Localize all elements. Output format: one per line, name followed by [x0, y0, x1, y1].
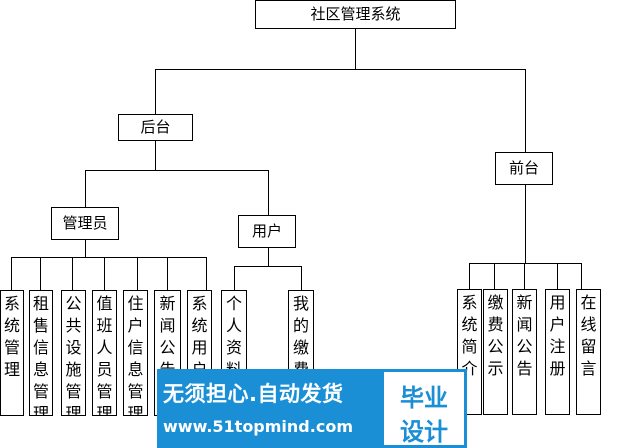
admin-item-label: 值班人员管理: [96, 294, 113, 416]
user-node: 用户: [238, 215, 296, 248]
user-label: 用户: [251, 222, 282, 240]
frontend-item-label: 新闻公告: [516, 293, 533, 378]
admin-item-public-facilities: 公共设施管理: [61, 290, 86, 416]
frontend-item-label: 用户注册: [549, 293, 566, 378]
watermark-badge-bottom: 设计: [400, 418, 448, 446]
admin-item-label: 系统用户: [191, 294, 208, 379]
admin-item-resident-info: 住户信息管理: [123, 290, 148, 416]
backend-label: 后台: [140, 118, 171, 136]
admin-item-label: 租售信息管理: [32, 294, 49, 416]
admin-item-system-management: 系统管理: [0, 290, 24, 416]
watermark-blue-panel: 无须担心.自动发货 www.51topmind.com: [157, 369, 381, 448]
watermark-banner: 无须担心.自动发货 www.51topmind.com 毕业 设计: [157, 369, 467, 448]
admin-item-label: 系统管理: [3, 294, 20, 379]
frontend-item-register: 用户注册: [545, 289, 570, 415]
user-item-label: 个人资料: [225, 294, 242, 379]
root-label: 社区管理系统: [310, 5, 401, 23]
admin-label: 管理员: [62, 214, 108, 232]
frontend-label: 前台: [508, 159, 539, 177]
admin-node: 管理员: [51, 207, 119, 240]
frontend-item-label: 在线留言: [580, 293, 597, 378]
frontend-item-message: 在线留言: [576, 289, 601, 415]
admin-item-label: 住户信息管理: [127, 294, 144, 416]
frontend-node: 前台: [495, 152, 553, 185]
root-node: 社区管理系统: [255, 0, 456, 29]
admin-item-label: 新闻公告: [159, 294, 176, 379]
watermark-badge: 毕业 设计: [381, 369, 467, 448]
admin-item-rental-info: 租售信息管理: [29, 290, 53, 416]
frontend-item-payment-notice: 缴费公示: [483, 289, 508, 415]
backend-node: 后台: [118, 114, 193, 141]
watermark-url: www.51topmind.com: [163, 417, 353, 436]
watermark-slogan: 无须担心.自动发货: [163, 382, 344, 406]
watermark-badge-top: 毕业: [400, 384, 448, 412]
frontend-item-label: 系统简介: [461, 293, 478, 378]
admin-item-label: 公共设施管理: [65, 294, 82, 416]
frontend-item-label: 缴费公示: [487, 293, 504, 378]
admin-item-duty-staff: 值班人员管理: [92, 290, 117, 416]
frontend-item-news: 新闻公告: [512, 289, 537, 415]
user-item-label: 我的缴费: [292, 294, 309, 379]
